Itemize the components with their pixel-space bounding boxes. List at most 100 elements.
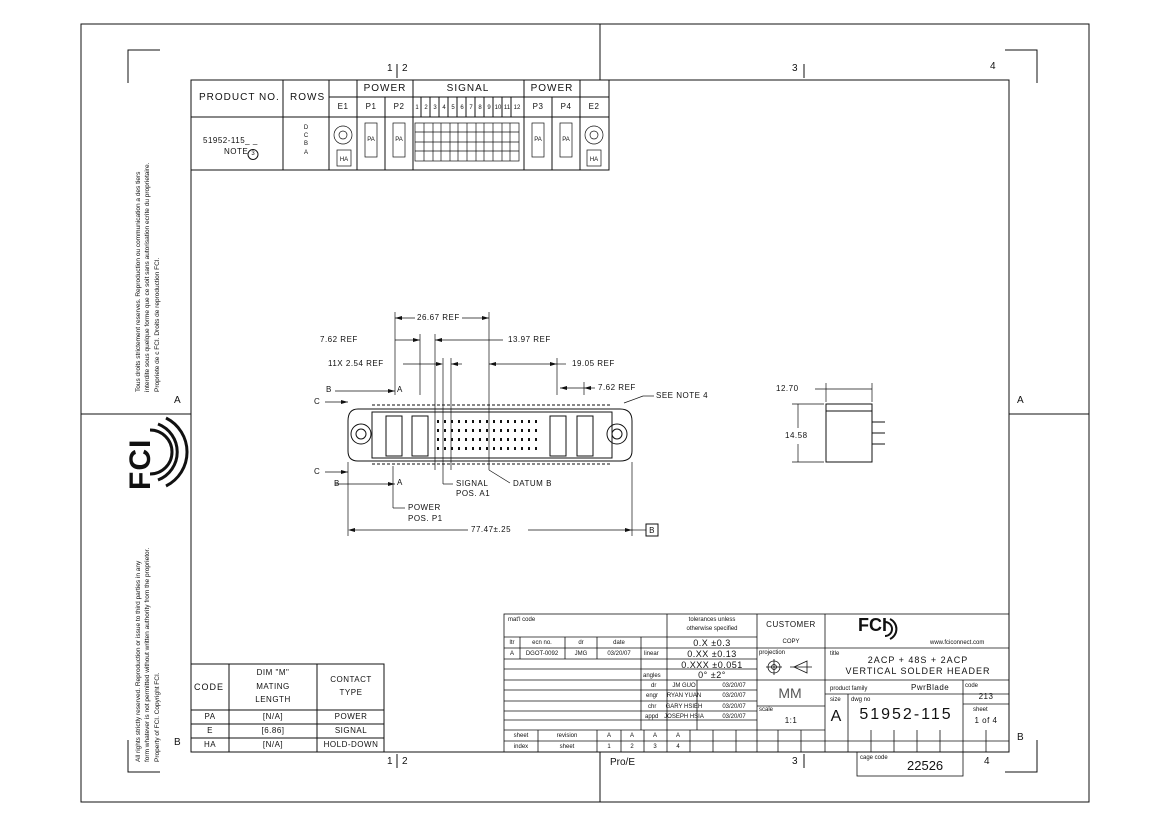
header-power-right: POWER	[530, 83, 574, 94]
label-datum-b: DATUM B	[513, 479, 552, 488]
title-fci-logo-arcs	[884, 618, 898, 640]
rev-header-date: date	[613, 640, 625, 646]
tol-4: 0° ±2°	[698, 670, 726, 680]
code-header: CODE	[194, 682, 225, 692]
dwg-no-label: dwg no	[851, 697, 871, 703]
tolerances-line-1: tolerances unless	[688, 617, 736, 623]
rev-header-ltr: ltr	[509, 640, 515, 646]
dim-19-05: 19.05 REF	[572, 359, 615, 368]
sheet-row-label: sheet	[513, 733, 529, 739]
signal-col-12: 12	[513, 105, 521, 111]
header-rows: ROWS	[290, 92, 326, 103]
zone-label-top-4: 4	[990, 61, 996, 72]
tol-1: 0.X ±0.3	[693, 638, 731, 648]
mating-header: MATING	[256, 682, 290, 691]
zone-label-bottom-2: 2	[402, 756, 408, 767]
index-row-3: 3	[653, 744, 657, 750]
signoff-role-engr: engr	[646, 693, 659, 699]
connector-side-view	[792, 383, 885, 463]
label-power-pos: POS. P1	[408, 514, 443, 523]
signal-col-5: 5	[451, 105, 455, 111]
subheader-p1: P1	[365, 102, 377, 111]
code-row-1-dim: [N/A]	[262, 712, 284, 721]
signoff-name-chr: GARY HSIEH	[665, 704, 703, 710]
title-line-2: VERTICAL SOLDER HEADER	[845, 666, 991, 676]
rev-header-ecn: ecn no.	[532, 640, 552, 646]
legal-notice-french: Tous droits strictement reserves. Reprod…	[135, 162, 161, 392]
signoff-date-chr: 03/20/07	[722, 704, 746, 710]
dim-overall: 77.47±.25	[471, 525, 512, 534]
zone-label-right-b: B	[1017, 732, 1024, 743]
datum-b-box	[645, 523, 659, 537]
zone-label-top-1: 1	[387, 63, 393, 74]
signal-col-11: 11	[503, 105, 511, 111]
signal-col-7: 7	[469, 105, 473, 111]
dim-7-62-left: 7.62 REF	[320, 335, 358, 344]
row-letter-c: C	[303, 133, 309, 139]
zone-label-bottom-1: 1	[387, 756, 393, 767]
header-product-no: PRODUCT NO.	[199, 92, 280, 103]
dim-m-header: DIM "M"	[256, 668, 290, 677]
sheet-row-a4: A	[675, 733, 681, 739]
label-signal: SIGNAL	[456, 479, 489, 488]
signoff-role-chr: chr	[648, 704, 657, 710]
side-logo-text: FCI	[124, 438, 157, 490]
pa-label-p1: PA	[367, 137, 375, 143]
matl-code: mat'l code	[508, 617, 536, 623]
cage-code-label: cage code	[860, 755, 888, 761]
note-ref: NOTE	[224, 147, 249, 156]
section-c-bottom: C	[314, 467, 321, 476]
product-table-lines	[190, 79, 610, 171]
signal-col-8: 8	[478, 105, 482, 111]
title-label: title	[830, 651, 840, 657]
tol-2: 0.XX ±0.13	[687, 649, 737, 659]
signoff-role-appd: appd	[645, 714, 659, 720]
scale-label: scale	[759, 707, 774, 713]
inner-frame	[190, 79, 1010, 753]
zone-label-top-3: 3	[792, 63, 798, 74]
sheet-value: 1 of 4	[974, 716, 998, 725]
size-label: size	[830, 697, 841, 703]
note-number: 3	[247, 149, 259, 160]
zone-label-left-a: A	[174, 395, 181, 406]
code-row-2-type: SIGNAL	[334, 726, 368, 735]
section-a-bottom: A	[397, 478, 403, 487]
index-row-1: 1	[607, 744, 611, 750]
signoff-name-engr: RYAN YUAN	[666, 693, 702, 699]
dim-11x-2-54: 11X 2.54 REF	[328, 359, 384, 368]
row-letter-a: A	[303, 150, 309, 156]
size-value: A	[830, 708, 842, 725]
code-row-2-dim: [6.86]	[261, 726, 285, 735]
subheader-p2: P2	[393, 102, 405, 111]
projection-label: projection	[759, 650, 786, 656]
projection-symbol	[766, 659, 812, 675]
signoff-date-appd: 03/20/07	[722, 714, 746, 720]
signoff-date-engr: 03/20/07	[722, 693, 746, 699]
product-family-label: product family	[830, 686, 868, 692]
signal-col-4: 4	[442, 105, 446, 111]
dim-14-58: 14.58	[785, 431, 808, 440]
pin-layout-pictogram	[333, 122, 604, 167]
tolerances-line-2: otherwise specified	[686, 626, 738, 632]
header-signal: SIGNAL	[446, 83, 490, 94]
index-row-2: 2	[630, 744, 634, 750]
signoff-name-appd: JOSEPH HSIA	[664, 714, 704, 720]
scale-value: 1:1	[784, 716, 798, 725]
code-row-2-code: E	[207, 726, 213, 735]
arrowheads	[341, 316, 632, 532]
linear-label: linear	[644, 651, 659, 657]
zone-label-right-a: A	[1017, 395, 1024, 406]
sheet-label: sheet	[973, 707, 988, 713]
code-row-3-code: HA	[203, 740, 217, 749]
subheader-e1: E1	[337, 102, 349, 111]
zone-label-left-b: B	[174, 737, 181, 748]
dim-26-67: 26.67 REF	[415, 313, 462, 322]
signoff-date-dr: 03/20/07	[722, 683, 746, 689]
code-row-3-type: HOLD-DOWN	[323, 740, 379, 749]
subheader-p3: P3	[532, 102, 544, 111]
website: www.fciconnect.com	[930, 640, 985, 646]
title-line-1: 2ACP + 48S + 2ACP	[867, 655, 969, 665]
rev-row-ltr: A	[509, 651, 515, 657]
units-mm: MM	[778, 685, 802, 701]
